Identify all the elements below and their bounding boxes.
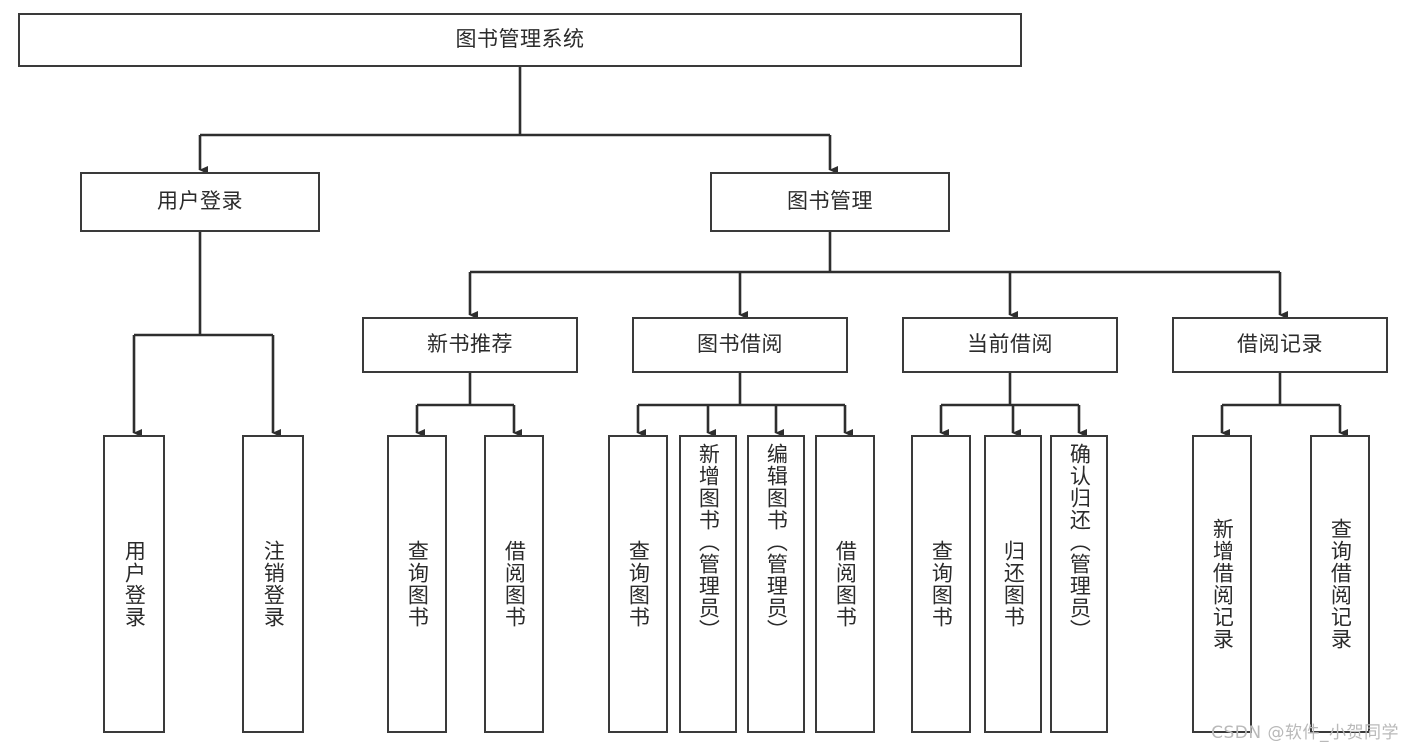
node-leaf-borrow-book[interactable]: 借阅图书 [815, 435, 875, 733]
node-label-leaf-add-record: 新增借阅记录 [1210, 518, 1235, 650]
node-book-borrow[interactable]: 图书借阅 [632, 317, 848, 373]
node-label-leaf-add-book: 新增图书（管理员） [696, 443, 721, 641]
node-label-leaf-borrow-book-new: 借阅图书 [502, 540, 527, 628]
node-borrow-record[interactable]: 借阅记录 [1172, 317, 1388, 373]
node-leaf-borrow-book-new[interactable]: 借阅图书 [484, 435, 544, 733]
node-leaf-query-book-new[interactable]: 查询图书 [387, 435, 447, 733]
node-label-book-borrow: 图书借阅 [697, 332, 783, 357]
node-label-leaf-return-book: 归还图书 [1001, 540, 1026, 628]
node-leaf-user-login[interactable]: 用户登录 [103, 435, 165, 733]
node-label-leaf-confirm-return: 确认归还（管理员） [1067, 443, 1092, 641]
node-label-user-login: 用户登录 [157, 189, 243, 214]
node-label-borrow-record: 借阅记录 [1237, 332, 1323, 357]
node-label-leaf-query-record: 查询借阅记录 [1328, 518, 1353, 650]
node-label-book-manage: 图书管理 [787, 189, 873, 214]
node-label-leaf-query-book-borrow: 查询图书 [626, 540, 651, 628]
node-leaf-query-book-borrow[interactable]: 查询图书 [608, 435, 668, 733]
node-leaf-logout[interactable]: 注销登录 [242, 435, 304, 733]
node-leaf-query-book-current[interactable]: 查询图书 [911, 435, 971, 733]
node-label-leaf-query-book-new: 查询图书 [405, 540, 430, 628]
node-leaf-edit-book[interactable]: 编辑图书（管理员） [747, 435, 805, 733]
node-label-leaf-logout: 注销登录 [261, 540, 286, 628]
node-new-book-recommend[interactable]: 新书推荐 [362, 317, 578, 373]
node-root[interactable]: 图书管理系统 [18, 13, 1022, 67]
node-label-root: 图书管理系统 [455, 27, 585, 52]
node-leaf-return-book[interactable]: 归还图书 [984, 435, 1042, 733]
node-label-leaf-borrow-book: 借阅图书 [833, 540, 858, 628]
node-leaf-add-book[interactable]: 新增图书（管理员） [679, 435, 737, 733]
node-label-new-book-recommend: 新书推荐 [427, 332, 513, 357]
node-leaf-add-record[interactable]: 新增借阅记录 [1192, 435, 1252, 733]
node-user-login[interactable]: 用户登录 [80, 172, 320, 232]
node-label-leaf-user-login: 用户登录 [122, 540, 147, 628]
node-leaf-query-record[interactable]: 查询借阅记录 [1310, 435, 1370, 733]
node-label-leaf-edit-book: 编辑图书（管理员） [764, 443, 789, 641]
connector-lines [132, 67, 1348, 437]
node-current-borrow[interactable]: 当前借阅 [902, 317, 1118, 373]
node-label-leaf-query-book-current: 查询图书 [929, 540, 954, 628]
node-leaf-confirm-return[interactable]: 确认归还（管理员） [1050, 435, 1108, 733]
node-label-current-borrow: 当前借阅 [967, 332, 1053, 357]
node-book-manage[interactable]: 图书管理 [710, 172, 950, 232]
